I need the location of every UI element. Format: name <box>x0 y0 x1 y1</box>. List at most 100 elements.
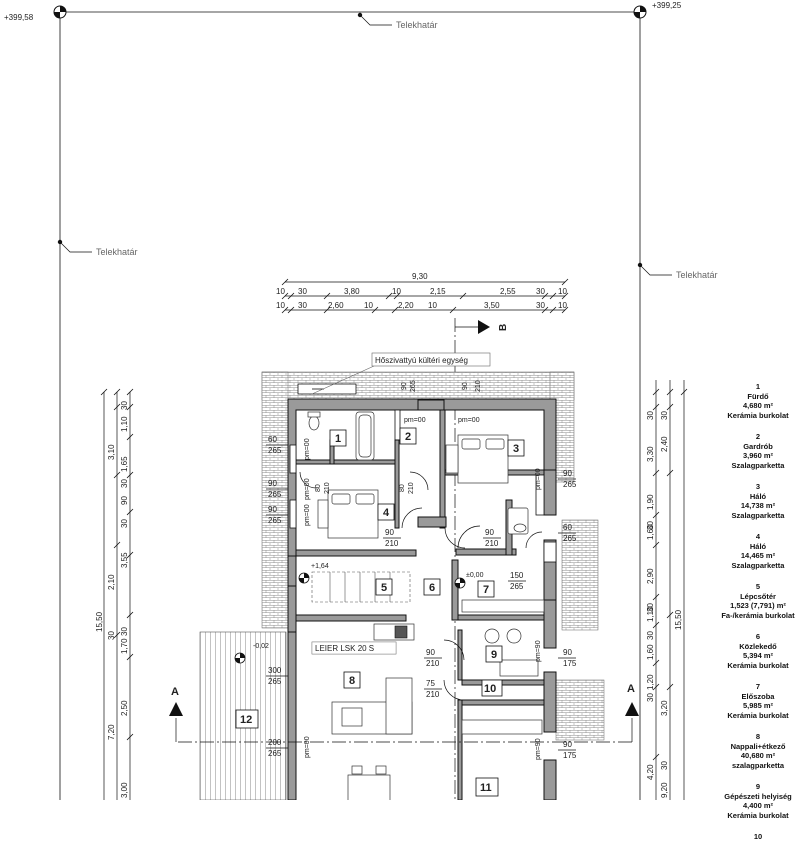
room-number-3: 3 <box>513 443 519 455</box>
room-entry-name: Gardrób <box>743 441 773 451</box>
door-size-4: 90 <box>401 382 408 390</box>
opening-w-3: 90 <box>385 528 394 537</box>
right-dim-total: 15,50 <box>674 609 683 630</box>
opening-w-13: 90 <box>563 469 572 478</box>
room-entry-3: 3 Háló 14,738 m² Szalagparketta <box>712 482 800 520</box>
level-lobby-value: ±0,00 <box>466 572 484 579</box>
elevation-left-value: +399,58 <box>4 13 34 22</box>
opening-h-10: 265 <box>563 534 577 543</box>
opening-w-9: 150 <box>510 571 524 580</box>
top-dim-1-7: 10 <box>558 287 567 296</box>
room-entry-10: 10 <box>712 832 800 842</box>
room-number-7: 7 <box>483 584 489 596</box>
room-entry-area: 3,960 m² <box>742 451 774 460</box>
right-dim-o3: 2,90 <box>646 568 655 584</box>
left-dim-o8: 7,20 <box>107 724 116 740</box>
room-entry-finish: Szalagparketta <box>731 460 785 470</box>
top-dim-2-5: 10 <box>428 301 437 310</box>
top-dim-total: 9,30 <box>412 272 428 281</box>
level-marker-stair: +1,64 <box>298 563 329 584</box>
pm-label: pm=00 <box>304 504 311 526</box>
room-number-tags: 1 2 3 4 5 6 7 8 9 10 11 12 <box>235 427 525 797</box>
room-entry-no: 2 <box>755 432 761 441</box>
left-dim-i1: 30 <box>120 479 129 488</box>
door-swings <box>299 471 543 701</box>
room-entry-1: 1 Fürdő 4,680 m² Kerámia burkolat <box>712 382 800 420</box>
left-dim-o3: 3,10 <box>107 444 116 460</box>
pm-label: pm=00 <box>535 468 542 490</box>
room-entry-no: 3 <box>755 482 761 491</box>
opening-h-7: 265 <box>268 749 282 758</box>
top-dim-1-6: 30 <box>536 287 545 296</box>
opening-h-4: 210 <box>485 539 499 548</box>
room-entry-name: Háló <box>749 491 767 501</box>
room-number-10: 10 <box>484 683 496 695</box>
right-dim-o7: 3,20 <box>660 700 669 716</box>
sill-height-labels: pm=00 pm=00 pm=00 pm=00 pm=00 pm=00 pm=0… <box>304 417 542 760</box>
room-entry-no: 1 <box>755 382 761 391</box>
room-entry-area: 1,523 (7,791) m² <box>730 601 786 610</box>
room-number-1: 1 <box>335 433 341 445</box>
top-dim-2-1: 30 <box>298 301 307 310</box>
room-entry-name: Lépcsőtér <box>740 591 776 601</box>
room-entry-no: 10 <box>753 832 763 841</box>
top-dimension-chains: 9,30 10 30 3,80 10 2,15 2,55 30 10 10 30… <box>276 272 569 314</box>
room-number-11: 11 <box>480 782 492 794</box>
left-dim-o9: 3,00 <box>120 782 129 798</box>
opening-w-4: 90 <box>485 528 494 537</box>
room-entry-6: 6 Közlekedő 5,394 m² Kerámia burkolat <box>712 632 800 670</box>
room-entry-finish: Kerámia burkolat <box>727 660 789 670</box>
opening-w-10: 60 <box>563 523 572 532</box>
level-terrace-value: -0,02 <box>253 643 269 650</box>
left-dim-i3: 30 <box>120 627 129 636</box>
opening-h-12: 175 <box>563 751 577 760</box>
top-dim-2-3: 10 <box>364 301 373 310</box>
opening-h-3: 210 <box>385 539 399 548</box>
room-entry-finish: szalagparketta <box>731 760 785 770</box>
building-walls <box>287 398 557 800</box>
room-entry-no: 6 <box>755 632 761 641</box>
pm90-label: pm=90 <box>535 640 542 662</box>
room-entry-8: 8 Nappali+étkező 40,680 m² szalagparkett… <box>712 732 800 770</box>
room-entry-area: 4,680 m² <box>742 401 774 410</box>
section-a-right-label: A <box>627 683 635 695</box>
left-dim-total: 15,50 <box>95 611 104 632</box>
right-dim-i7: 30 <box>660 761 669 770</box>
room-schedule-legend: 1 Fürdő 4,680 m² Kerámia burkolat 2 Gard… <box>712 382 800 854</box>
opening-w-2: 90 <box>268 505 277 514</box>
room-entry-name: Előszoba <box>741 691 775 701</box>
right-dim-o1: 1,90 <box>646 494 655 510</box>
elevation-right-value: +399,25 <box>652 1 682 10</box>
elevation-marker-left: +399,58 <box>4 5 67 22</box>
elevation-marker-right: +399,25 <box>633 1 682 19</box>
opening-w-7: 200 <box>268 738 282 747</box>
section-line-b: B <box>454 318 509 800</box>
room-entry-finish: Kerámia burkolat <box>727 710 789 720</box>
room-number-8: 8 <box>349 675 355 687</box>
opening-h-9: 265 <box>510 582 524 591</box>
pm-label: pm=00 <box>404 417 426 424</box>
boundary-label-left: Telekhatár <box>96 247 138 257</box>
top-dim-1-3: 10 <box>392 287 401 296</box>
room-number-2: 2 <box>405 431 411 443</box>
room-number-5: 5 <box>381 582 387 594</box>
pm-label: pm=00 <box>304 438 311 460</box>
room-number-9: 9 <box>491 649 497 661</box>
room-entry-no: 9 <box>755 782 761 791</box>
right-dim-o0: 3,30 <box>646 446 655 462</box>
right-dim-o8: 4,20 <box>646 764 655 780</box>
right-dim-o6: 1,20 <box>646 674 655 690</box>
door-size-7: 210 <box>475 380 482 392</box>
room-entry-finish: Szalagparketta <box>731 510 785 520</box>
opening-labels: 60 265 90 265 90 265 90 210 90 210 90 21… <box>266 435 577 760</box>
top-dim-2-4: 2,20 <box>398 301 414 310</box>
pm-label: pm=00 <box>304 736 311 758</box>
left-dim-i0: 30 <box>120 401 129 410</box>
floor-plan: Telekhatár Telekhatár Telekhatár +399,58… <box>4 1 718 800</box>
pm90-label: pm=90 <box>535 738 542 760</box>
top-dim-1-5: 2,55 <box>500 287 516 296</box>
right-dimension-chains: 15,50 3,30 1,90 1,60 2,90 1,10 1,60 1,20… <box>646 380 688 800</box>
level-marker-terrace: -0,02 <box>234 643 269 664</box>
right-dim-i1: 2,40 <box>660 436 669 452</box>
opening-w-11: 90 <box>563 648 572 657</box>
